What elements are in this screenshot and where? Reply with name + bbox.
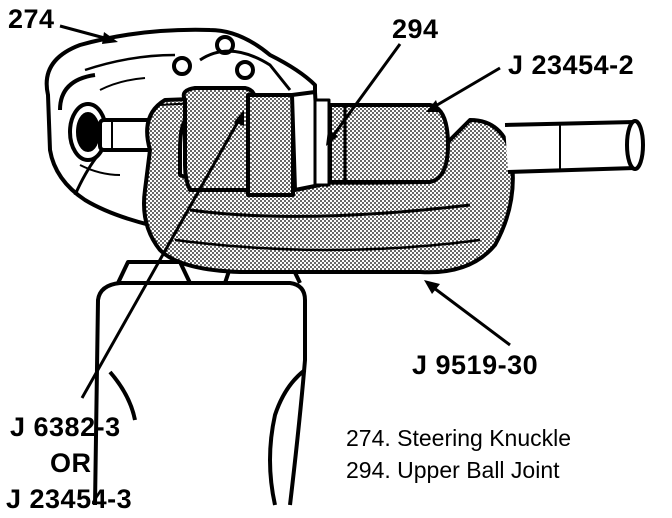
- callout-j6382-3: J 6382-3: [10, 412, 121, 442]
- arrow-274: [102, 32, 118, 44]
- arrowheads: [102, 32, 440, 294]
- legend-text: Steering Knuckle: [397, 425, 572, 451]
- leader-294: [328, 43, 402, 141]
- legend-item-294: 294. Upper Ball Joint: [346, 459, 560, 482]
- vehicle-frame: [93, 260, 307, 506]
- leader-j6382-3: [80, 117, 242, 399]
- legend-number: 294.: [346, 457, 391, 483]
- leader-j23454-2: [431, 66, 501, 110]
- arrow-j6382-3: [234, 110, 244, 126]
- callout-294: 294: [392, 14, 439, 44]
- arrow-294: [326, 130, 338, 146]
- legend-item-274: 274. Steering Knuckle: [346, 427, 571, 450]
- upper-ball-joint: [290, 90, 331, 192]
- receiver-cup: [181, 86, 295, 197]
- arrow-j23454-2: [426, 100, 440, 112]
- callout-274: 274: [8, 4, 55, 34]
- callout-j23454-2: J 23454-2: [508, 50, 635, 80]
- legend-text: Upper Ball Joint: [397, 457, 560, 483]
- callout-or: OR: [50, 448, 92, 478]
- callout-j9519-30: J 9519-30: [412, 350, 539, 380]
- leader-lines: [59, 24, 511, 399]
- callout-j23454-3: J 23454-3: [6, 484, 133, 514]
- legend-number: 274.: [346, 425, 391, 451]
- leader-j9519-30: [429, 283, 511, 347]
- forcing-screw: [504, 119, 645, 174]
- arrow-j9519-30: [424, 280, 440, 294]
